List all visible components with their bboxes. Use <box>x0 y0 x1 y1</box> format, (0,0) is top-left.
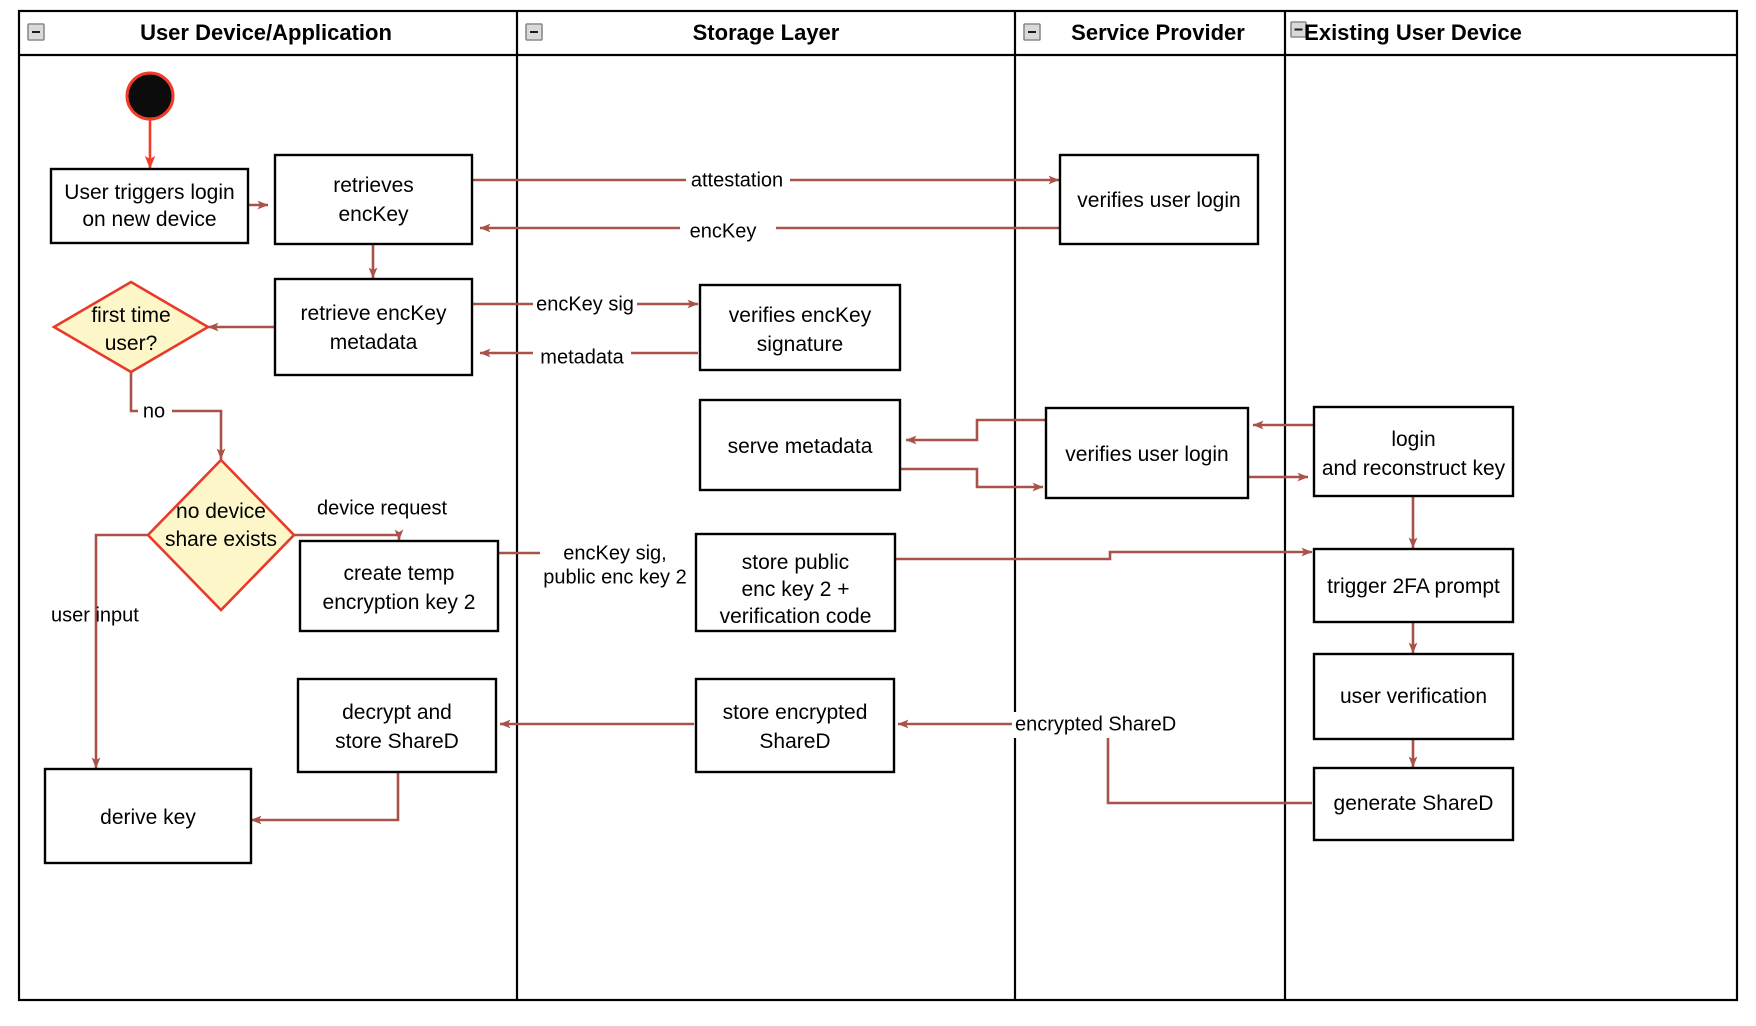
node-store-public-enc-key-2[interactable]: store public enc key 2 + verification co… <box>694 532 897 633</box>
node-label-line: user verification <box>1340 685 1487 708</box>
node-first-time-user-decision[interactable]: first time user? <box>51 280 211 374</box>
edge-label-attestation: attestation <box>691 169 783 191</box>
lane-header-existing-device: Existing User Device <box>1290 20 1522 45</box>
node-label-line: no device <box>176 500 266 523</box>
node-derive-key[interactable]: derive key <box>43 767 253 865</box>
node-serve-metadata[interactable]: serve metadata <box>698 398 902 492</box>
flow-no-branch <box>129 372 226 460</box>
node-user-verification[interactable]: user verification <box>1312 652 1515 741</box>
edge-label-no: no <box>143 400 165 422</box>
minus-square-icon[interactable] <box>1023 23 1041 41</box>
node-store-encrypted-shared[interactable]: store encrypted ShareD <box>694 677 896 774</box>
node-label-line: verifies user login <box>1077 189 1240 212</box>
node-label-line: first time <box>91 304 170 327</box>
node-label-line: retrieve encKey <box>301 302 447 325</box>
swimlane-frame <box>17 9 1739 1002</box>
node-label-line: User triggers login <box>64 181 234 204</box>
node-label-line: user? <box>105 332 158 355</box>
edge-label-encrypted-shared: encrypted ShareD <box>1015 713 1176 735</box>
lane-header-user-device: User Device/Application <box>27 20 392 45</box>
lane-title-service-provider: Service Provider <box>1071 20 1245 45</box>
node-label-line: encKey <box>338 203 409 226</box>
node-label-line: create temp <box>344 562 455 585</box>
node-retrieves-enckey[interactable]: retrieves encKey <box>273 153 474 246</box>
minus-square-icon[interactable] <box>525 23 543 41</box>
minus-square-icon[interactable] <box>27 23 45 41</box>
node-create-temp-encryption-key-2[interactable]: create temp encryption key 2 <box>298 539 500 633</box>
edge-label-enckey-sig-public-1: encKey sig, <box>563 542 666 564</box>
initial-node[interactable] <box>125 71 175 121</box>
node-decrypt-and-store-shared[interactable]: decrypt and store ShareD <box>296 677 498 774</box>
node-label-line: signature <box>757 333 843 356</box>
node-label-line: derive key <box>100 806 196 829</box>
node-login-and-reconstruct-key[interactable]: login and reconstruct key <box>1312 405 1515 498</box>
node-trigger-2fa-prompt[interactable]: trigger 2FA prompt <box>1312 547 1515 624</box>
node-label-line: login <box>1391 428 1435 451</box>
node-label-line: trigger 2FA prompt <box>1327 575 1500 598</box>
node-label-line: ShareD <box>759 730 830 753</box>
edge-label-user-input: user input <box>51 604 139 626</box>
node-label-line: verification code <box>720 605 872 628</box>
node-label-line: generate ShareD <box>1334 792 1494 815</box>
node-label-line: on new device <box>82 208 216 231</box>
node-label-line: verifies user login <box>1065 443 1228 466</box>
edge-label-metadata: metadata <box>540 346 624 368</box>
node-label-line: metadata <box>330 331 418 354</box>
flow-user-input <box>91 533 148 769</box>
minus-square-icon[interactable] <box>1290 21 1307 38</box>
node-label-line: store public <box>742 551 849 574</box>
node-label-line: share exists <box>165 528 277 551</box>
node-label-line: enc key 2 + <box>742 578 850 601</box>
node-user-triggers-login[interactable]: User triggers login on new device <box>49 167 250 245</box>
flow-device-request <box>294 529 404 541</box>
edge-label-device-request: device request <box>317 497 448 519</box>
node-label-line: and reconstruct key <box>1322 457 1506 480</box>
node-label-line: retrieves <box>333 174 414 197</box>
node-label-line: decrypt and <box>342 701 452 724</box>
flow-decrypt-to-derive-key <box>250 772 400 825</box>
node-verifies-enckey-signature[interactable]: verifies encKey signature <box>698 283 902 372</box>
node-verifies-user-login-1[interactable]: verifies user login <box>1058 153 1260 246</box>
node-verifies-user-login-2[interactable]: verifies user login <box>1044 406 1250 500</box>
edge-label-enckey-sig-public-2: public enc key 2 <box>543 566 686 588</box>
node-label-line: store encrypted <box>723 701 868 724</box>
node-label-line: store ShareD <box>335 730 459 753</box>
flow-encrypted-shared <box>897 719 1312 805</box>
node-label-line: encryption key 2 <box>323 591 476 614</box>
lane-title-user-device: User Device/Application <box>140 20 392 45</box>
lane-title-existing-device: Existing User Device <box>1304 20 1522 45</box>
node-retrieve-enckey-metadata[interactable]: retrieve encKey metadata <box>273 277 474 377</box>
lane-title-storage: Storage Layer <box>693 20 840 45</box>
flow-serve-metadata-to-verifies <box>900 467 1044 492</box>
edge-label-enckey-sig: encKey sig <box>536 293 634 315</box>
lane-header-service-provider: Service Provider <box>1023 20 1245 45</box>
edge-label-group: attestation encKey encKey sig metadata n… <box>51 168 1180 738</box>
flow-store-public-to-2fa <box>895 547 1313 561</box>
node-label-line: serve metadata <box>728 435 873 458</box>
node-no-device-share-decision[interactable]: no device share exists <box>146 458 296 612</box>
lane-header-storage: Storage Layer <box>525 20 840 45</box>
edge-label-enckey: encKey <box>690 220 757 242</box>
node-label-line: verifies encKey <box>729 304 872 327</box>
flow-verifies-to-serve-metadata <box>905 418 1045 445</box>
node-generate-shared[interactable]: generate ShareD <box>1312 766 1515 842</box>
